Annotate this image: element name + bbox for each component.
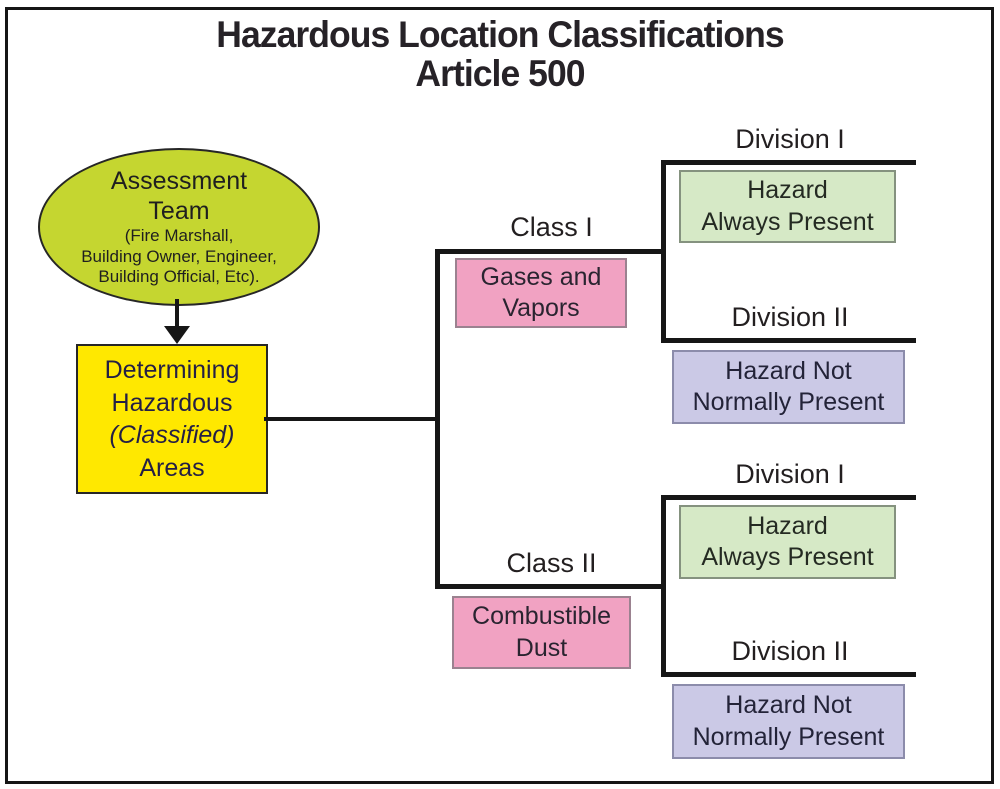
class1-division2-line bbox=[661, 338, 916, 343]
title-line-2: Article 500 bbox=[415, 52, 585, 94]
class1-label: Class I bbox=[510, 212, 593, 242]
class2-material-line-2: Dust bbox=[515, 633, 568, 662]
class2-division2-label: Division II bbox=[731, 636, 849, 666]
hazard-line: Always Present bbox=[701, 207, 874, 236]
class1-division1-line bbox=[661, 160, 916, 165]
class1-division1-label: Division I bbox=[735, 124, 845, 154]
class1-division2-hazard-box: Hazard Not Normally Present bbox=[672, 350, 905, 424]
arrow-down-icon bbox=[164, 326, 190, 344]
outer-border bbox=[5, 7, 994, 784]
class2-material-line-1: Combustible bbox=[472, 602, 611, 631]
determining-areas-box: Determining Hazardous (Classified) Areas bbox=[76, 344, 268, 494]
hazard-line: Hazard bbox=[747, 511, 828, 540]
arrow-shaft bbox=[175, 299, 179, 329]
class-bracket-vertical bbox=[435, 249, 440, 589]
assessment-team-ellipse: Assessment Team (Fire Marshall, Building… bbox=[38, 148, 320, 306]
assessment-sub-3: Building Official, Etc). bbox=[98, 267, 260, 287]
assessment-sub-2: Building Owner, Engineer, bbox=[81, 246, 277, 266]
hazard-line: Normally Present bbox=[692, 388, 885, 416]
connector-process-to-classes bbox=[264, 417, 437, 421]
class2-line bbox=[435, 584, 666, 589]
class2-division1-label: Division I bbox=[735, 459, 845, 489]
class1-division1-hazard-box: Hazard Always Present bbox=[679, 170, 896, 243]
class2-division1-line bbox=[661, 495, 916, 500]
class1-division2-label: Division II bbox=[731, 302, 849, 332]
class1-division-bracket-vertical bbox=[661, 160, 666, 343]
determining-line-3: (Classified) bbox=[109, 421, 235, 449]
hazard-line: Hazard bbox=[747, 176, 828, 205]
hazard-line: Hazard Not bbox=[725, 691, 852, 720]
class1-line bbox=[435, 249, 666, 254]
class1-material-line-1: Gases and bbox=[480, 262, 602, 291]
class2-division-bracket-vertical bbox=[661, 495, 666, 677]
assessment-line-2: Team bbox=[148, 197, 210, 226]
assessment-line-1: Assessment bbox=[110, 167, 248, 196]
class1-material-line-2: Vapors bbox=[502, 294, 580, 322]
determining-line-2: Hazardous bbox=[111, 388, 233, 417]
hazard-line: Always Present bbox=[701, 543, 874, 571]
class2-material-box: Combustible Dust bbox=[452, 596, 631, 669]
hazard-line: Normally Present bbox=[692, 722, 885, 751]
title-line-1: Hazardous Location Classifications bbox=[216, 14, 784, 55]
hazard-line: Hazard Not bbox=[725, 356, 852, 385]
assessment-sub-1: (Fire Marshall, bbox=[124, 226, 234, 246]
class2-division1-hazard-box: Hazard Always Present bbox=[679, 505, 896, 579]
class2-label: Class II bbox=[506, 548, 597, 578]
class1-material-box: Gases and Vapors bbox=[455, 258, 627, 328]
class2-division2-line bbox=[661, 672, 916, 677]
determining-line-1: Determining bbox=[104, 356, 240, 384]
class2-division2-hazard-box: Hazard Not Normally Present bbox=[672, 684, 905, 759]
diagram-title: Hazardous Location Classifications Artic… bbox=[20, 14, 980, 94]
determining-line-4: Areas bbox=[139, 453, 205, 482]
